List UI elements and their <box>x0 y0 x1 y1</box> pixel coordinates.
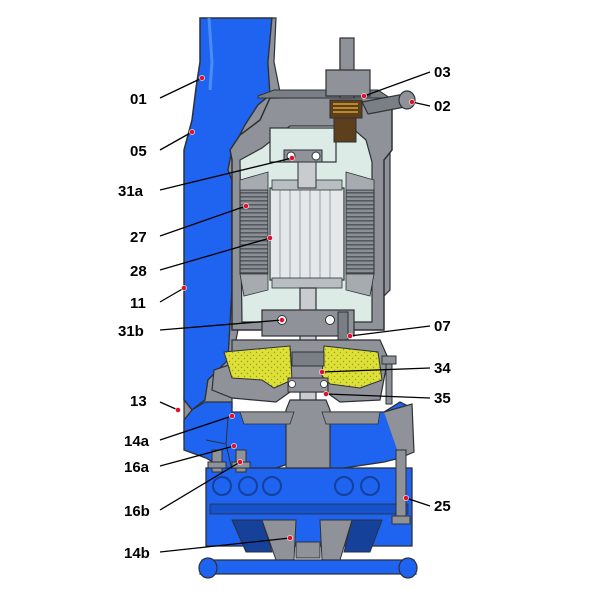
label-14a: 14a <box>124 433 150 450</box>
label-05: 05 <box>130 143 147 160</box>
label-02: 02 <box>434 98 451 115</box>
label-28: 28 <box>130 263 147 280</box>
marker-dots <box>175 75 415 541</box>
power-cable <box>361 90 416 115</box>
rotor <box>269 179 345 289</box>
label-16a: 16a <box>124 459 150 476</box>
oil-chamber <box>211 339 397 405</box>
part-labels: 01 05 31a 27 28 11 31b 13 14a 16a 16b 14… <box>118 64 451 562</box>
label-03: 03 <box>434 64 451 81</box>
strainer-base <box>198 467 418 579</box>
label-14b: 14b <box>124 545 150 562</box>
label-11: 11 <box>130 295 146 312</box>
label-35: 35 <box>434 390 451 407</box>
label-31b: 31b <box>118 323 144 340</box>
label-16b: 16b <box>124 503 150 520</box>
label-25: 25 <box>434 498 451 515</box>
lower-bearing-housing <box>261 309 355 341</box>
cable-entry <box>325 37 371 143</box>
label-01: 01 <box>130 91 147 108</box>
label-13: 13 <box>130 393 147 410</box>
volute <box>183 399 415 471</box>
leader-lines <box>159 71 431 553</box>
label-07: 07 <box>434 318 451 335</box>
label-31a: 31a <box>118 183 144 200</box>
label-27: 27 <box>130 229 147 246</box>
label-34: 34 <box>434 360 451 377</box>
